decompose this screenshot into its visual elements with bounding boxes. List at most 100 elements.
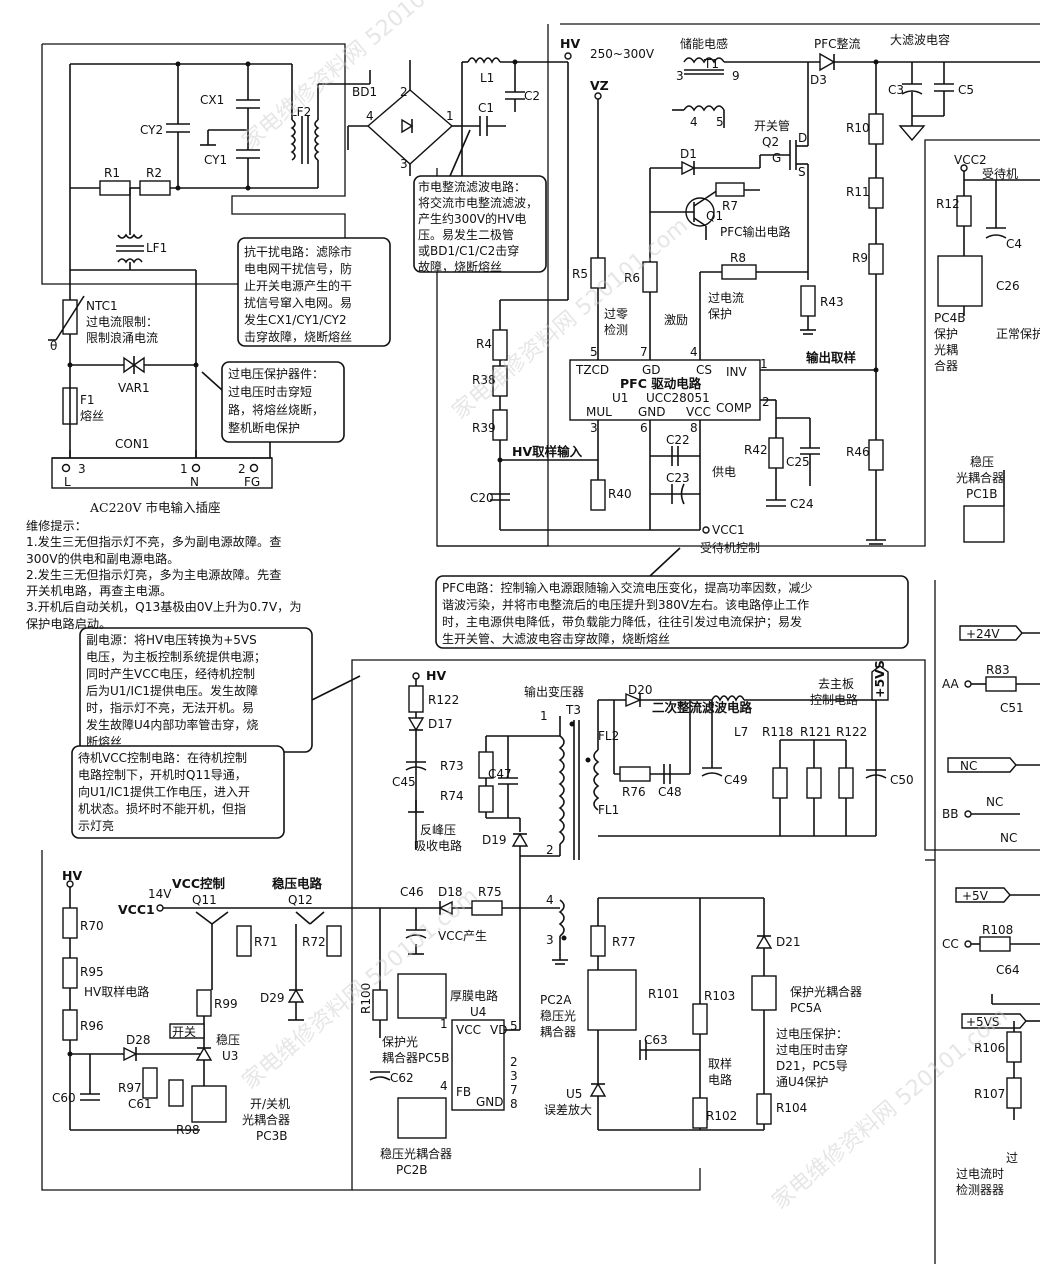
tips-heading: 维修提示： (26, 519, 87, 533)
pc2b-1: 稳压光耦合器 (380, 1146, 452, 1161)
u4-p5: 5 (510, 1019, 518, 1033)
u1-n5: 5 (590, 345, 598, 359)
r2-label: R2 (146, 166, 162, 180)
pfc-line-3: 时，主电源供电降低，带负载能力降低，往往引发过电流保护；易发 (442, 614, 802, 629)
anti-line-5: 发生CX1/CY1/CY2 (244, 312, 347, 327)
right-bottom-block: +24V AA R83 C51 NC BB NC NC +5V CC R108 … (942, 625, 1040, 1197)
c22-label: C22 (666, 433, 690, 447)
r104-label: R104 (776, 1101, 807, 1115)
tip-line-4: 开关机电路，再查主电源。 (26, 584, 173, 599)
u4-p4: 4 (440, 1079, 448, 1093)
theta-label: θ (50, 339, 57, 353)
r46-label: R46 (846, 445, 870, 459)
anti-line-2: 电电网干扰信号，防 (244, 261, 352, 276)
r103-label: R103 (704, 989, 735, 1003)
pc2a-1: 稳压光 (540, 1008, 576, 1023)
snubber-1: 反峰压 (420, 823, 456, 837)
pfc-stage: 储能电感 T1 3 9 4 5 VZ PFC整流 D3 大滤波电容 C3 C5 … (470, 32, 1040, 555)
u1-pin-cs: CS (696, 363, 712, 377)
t3-p2: 2 (546, 843, 554, 857)
u1-n1: 1 (760, 357, 768, 371)
oc-det-2: 检测器器 (956, 1182, 1004, 1197)
c61-label: C61 (128, 1097, 152, 1111)
r101-label: R101 (648, 987, 679, 1001)
aux-hv: HV (426, 668, 446, 683)
u4-p8: 8 (510, 1097, 518, 1111)
c46-label: C46 (400, 885, 424, 899)
lf2-label: LF2 (290, 105, 311, 119)
ntc1-desc-2: 限制浪涌电流 (86, 330, 158, 345)
hv-sample-label: HV取样输入 (512, 444, 583, 459)
d3-label: D3 (810, 73, 827, 87)
standby-ctrl-label: 受待机控制 (700, 541, 760, 555)
r11-label: R11 (846, 185, 870, 199)
c47-label: C47 (488, 767, 512, 781)
pc4b-desc-1: 保护 (934, 327, 958, 341)
aa-label: AA (942, 677, 960, 691)
t3-p1: 1 (540, 709, 548, 723)
aux-line-1: 副电源：将HV电压转换为+5VS (86, 632, 257, 647)
anti-line-6: 击穿故障，烧断熔丝 (244, 329, 352, 344)
cy1-label: CY1 (204, 153, 227, 167)
r75-label: R75 (478, 885, 502, 899)
t3-p3: 3 (546, 933, 554, 947)
r72-label: R72 (302, 935, 326, 949)
rect-line-2: 将交流市电整流滤波， (418, 195, 538, 210)
stby-line-4: 机状态。损坏时不能开机，但指 (78, 801, 246, 816)
r97-label: R97 (118, 1081, 142, 1095)
anti-line-3: 止开关电源产生的干 (244, 278, 352, 293)
pc5a-label: PC5A (790, 1001, 822, 1015)
bd1-p3: 3 (400, 157, 408, 171)
ovp-note-4: 通U4保护 (776, 1075, 828, 1089)
cx1-label: CX1 (200, 93, 224, 107)
r100-label: R100 (359, 983, 373, 1014)
rectifier: BD1 2 4 1 3 L1 C1 C2 HV 250~300V (347, 36, 655, 190)
switch-title: 开关管 (754, 118, 790, 133)
ovp-note-3: D21，PC5导 (776, 1059, 848, 1073)
r10-label: R10 (846, 121, 870, 135)
vcc-ctrl-label: VCC控制 (172, 876, 225, 891)
t3-p4: 4 (546, 893, 554, 907)
r121-label: R121 (800, 725, 831, 739)
pc4b-label: PC4B (934, 311, 965, 325)
nc-a: NC (986, 795, 1003, 809)
lf1-label: LF1 (146, 241, 167, 255)
stby-line-2: 电路控制下，开机时Q11导通， (78, 767, 247, 782)
r96-label: R96 (80, 1019, 104, 1033)
r8-label: R8 (730, 251, 746, 265)
cc-label: CC (942, 937, 959, 951)
c1-label: C1 (478, 101, 494, 115)
c64-label: C64 (996, 963, 1020, 977)
var1-label: VAR1 (118, 381, 150, 395)
big-cap-label: 大滤波电容 (890, 32, 950, 47)
right-top-block: VCC2 受待机 R12 C4 C26 PC4B 保护 正常保护 光耦 合器 稳… (934, 153, 1040, 543)
c48-label: C48 (658, 785, 682, 799)
callout-overvoltage: 过电压保护器件： 过电压时击穿短 路，将熔丝烧断， 整机断电保护 (201, 361, 345, 443)
plus5vs-tag: +5VS (872, 660, 887, 698)
pin-l: L (64, 475, 71, 489)
sample-2: 电路 (708, 1072, 732, 1087)
c4-label: C4 (1006, 237, 1022, 251)
d17-label: D17 (428, 717, 453, 731)
r43-label: R43 (820, 295, 844, 309)
callout-rectifier: 市电整流滤波电路： 将交流市电整流滤波， 产生约300V的HV电 压。易发生二极… (413, 129, 547, 274)
bb-label: BB (942, 807, 958, 821)
rect-line-5: 或BD1/C1/C2击穿 (418, 243, 519, 258)
con1-label: CON1 (115, 437, 149, 451)
d19-label: D19 (482, 833, 507, 847)
q2-label: Q2 (762, 135, 779, 149)
pin-n: N (190, 475, 199, 489)
pc2b-2: PC2B (396, 1163, 427, 1177)
t1-p5: 5 (716, 115, 724, 129)
u1-pin-gd: GD (642, 363, 661, 377)
pin-fg: FG (244, 475, 260, 489)
zero-cross-1: 过零 (604, 307, 628, 321)
u1-pin-tzcd: TZCD (575, 363, 609, 377)
emi-filter: CY2 CX1 CY1 LF2 R1 R2 LF1 θ NTC1 过电流限制： … (48, 61, 370, 515)
r107-label: R107 (974, 1087, 1005, 1101)
u4-gnd: GND (476, 1095, 504, 1109)
r118-label: R118 (762, 725, 793, 739)
oc-label-2: 保护 (708, 307, 732, 321)
c49-label: C49 (724, 773, 748, 787)
out-sample-label: 输出取样 (806, 350, 857, 365)
